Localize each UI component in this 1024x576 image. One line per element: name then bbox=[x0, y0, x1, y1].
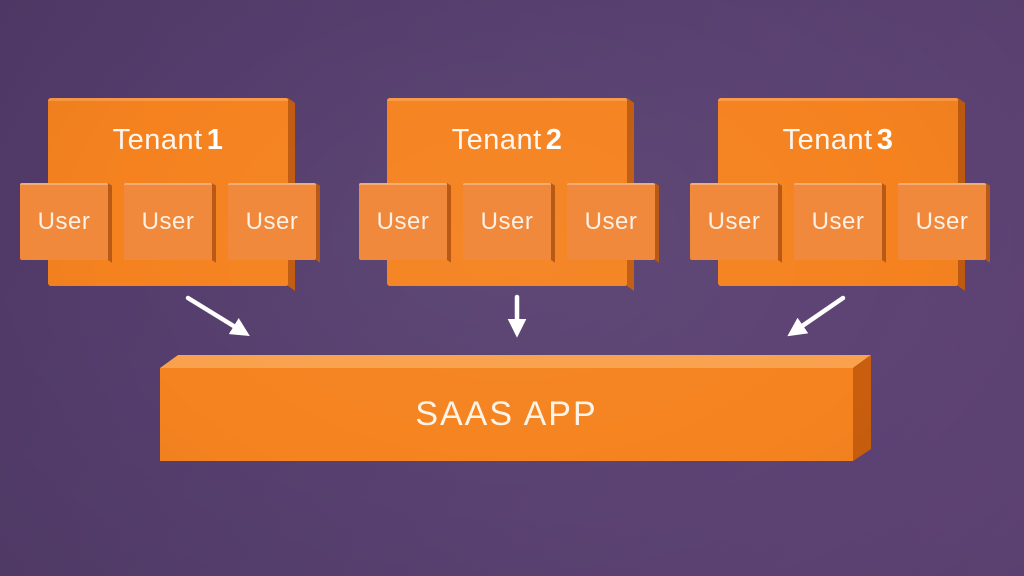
tenant-1-number: 1 bbox=[206, 124, 224, 156]
tenant-3-user-row: User User User bbox=[690, 183, 986, 260]
tenant-3-user-3: User bbox=[898, 183, 986, 260]
user-label: User bbox=[915, 207, 969, 235]
user-label: User bbox=[584, 207, 638, 235]
tenant-3-number: 3 bbox=[876, 124, 894, 156]
saas-bar-top-face bbox=[160, 355, 871, 368]
tenant-3-user-2: User bbox=[794, 183, 882, 260]
tenant-2-number: 2 bbox=[545, 124, 563, 156]
tenant-2-name: Tenant bbox=[451, 124, 542, 156]
saas-bar-right-face bbox=[853, 355, 871, 461]
user-label: User bbox=[141, 207, 195, 235]
user-label: User bbox=[707, 207, 761, 235]
tenant-1-user-1: User bbox=[20, 183, 108, 260]
user-label: User bbox=[811, 207, 865, 235]
tenant-2-user-2: User bbox=[463, 183, 551, 260]
user-label: User bbox=[376, 207, 430, 235]
user-label: User bbox=[480, 207, 534, 235]
saas-bar-front-face bbox=[160, 368, 853, 461]
tenant-2-user-row: User User User bbox=[359, 183, 655, 260]
saas-app-label: SAAS APP bbox=[415, 395, 598, 433]
saas-app-bar bbox=[160, 355, 871, 461]
tenant-2-user-1: User bbox=[359, 183, 447, 260]
user-label: User bbox=[37, 207, 91, 235]
tenant-1-user-3: User bbox=[228, 183, 316, 260]
tenant-2-user-3: User bbox=[567, 183, 655, 260]
tenant-1-name: Tenant bbox=[112, 124, 203, 156]
tenant-1-user-2: User bbox=[124, 183, 212, 260]
user-label: User bbox=[245, 207, 299, 235]
arrow-tenant-3-to-saas-icon bbox=[787, 295, 846, 337]
arrow-tenant-1-to-saas-icon bbox=[185, 295, 250, 336]
tenant-3-name: Tenant bbox=[782, 124, 873, 156]
tenant-1-user-row: User User User bbox=[20, 183, 316, 260]
tenant-3-user-1: User bbox=[690, 183, 778, 260]
